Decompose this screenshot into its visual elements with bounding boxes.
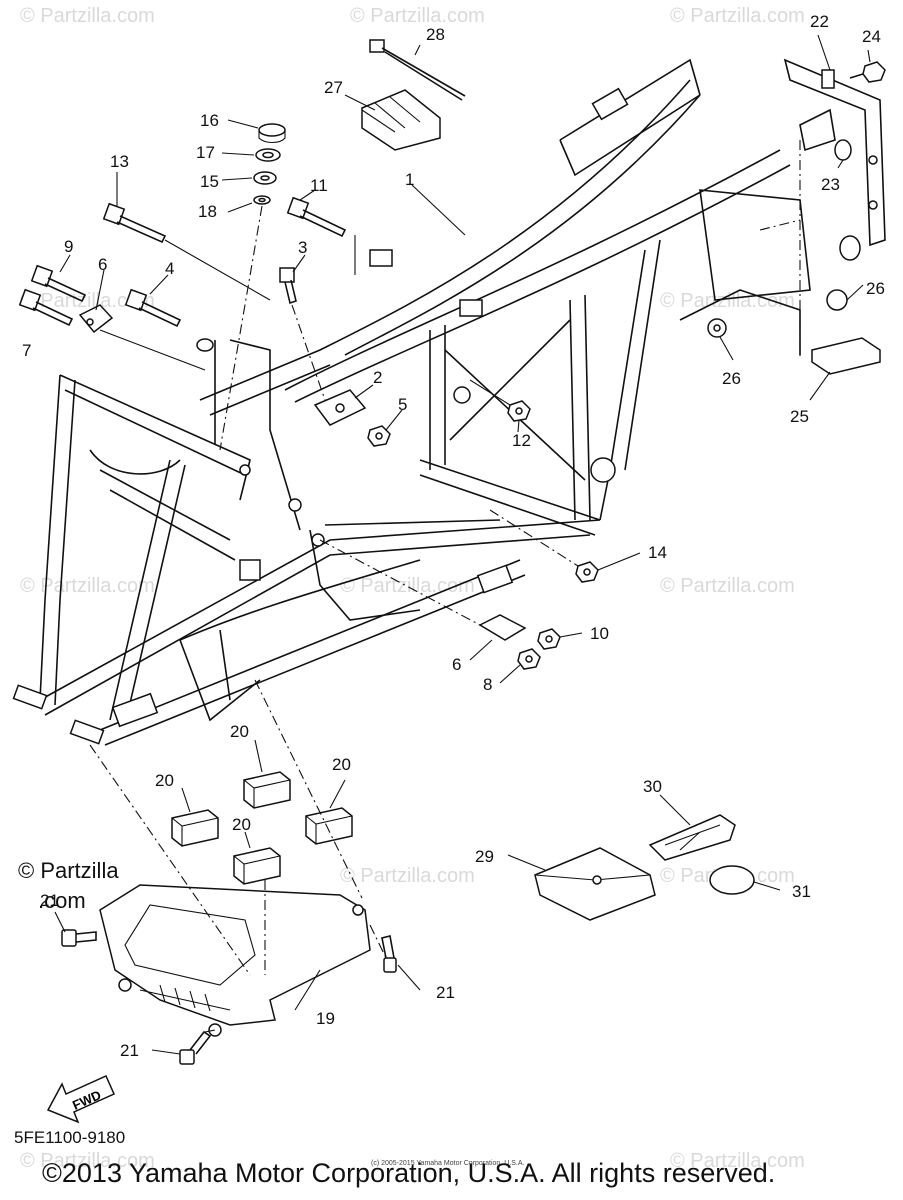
nut-12[interactable] <box>507 400 531 422</box>
partzilla-logo-line1: © Partzilla <box>18 858 119 883</box>
grommet-26-lower[interactable] <box>707 318 727 338</box>
callout-20: 20 <box>232 815 251 834</box>
callout-22: 22 <box>810 12 829 31</box>
partzilla-logo: © Partzilla .com <box>18 858 119 913</box>
callout-14: 14 <box>648 543 667 562</box>
bracket-2[interactable] <box>313 389 367 426</box>
callout-3: 3 <box>298 238 307 257</box>
rear-battery-box[interactable] <box>679 140 811 360</box>
watermark-text: © Partzilla.com <box>350 5 485 27</box>
bolt-21-right[interactable] <box>381 935 397 973</box>
diagram-code: 5FE1100-9180 <box>14 1128 126 1147</box>
washer-15[interactable] <box>253 171 277 185</box>
callout-4: 4 <box>165 259 174 278</box>
nut-14[interactable] <box>575 561 599 583</box>
callout-9: 9 <box>64 237 73 256</box>
label-31[interactable] <box>709 865 755 895</box>
callout-18: 18 <box>198 202 217 221</box>
callout-15: 15 <box>200 172 219 191</box>
watermark-text: © Partzilla.com <box>20 290 155 312</box>
damper-20-d[interactable] <box>233 847 281 885</box>
watermark-text: © Partzilla.com <box>340 865 475 887</box>
callout-20: 20 <box>230 722 249 741</box>
bolt-3[interactable] <box>279 267 297 305</box>
bolt-24[interactable] <box>849 61 886 83</box>
callout-31: 31 <box>792 882 811 901</box>
rear-bracket-plate[interactable] <box>783 58 886 247</box>
watermark-text: © Partzilla.com <box>20 575 155 597</box>
callout-25: 25 <box>790 407 809 426</box>
callout-26: 26 <box>866 279 885 298</box>
bolt-13[interactable] <box>102 202 167 244</box>
callout-16: 16 <box>200 111 219 130</box>
grommet-26-upper[interactable] <box>826 235 861 311</box>
watermark-text: © Partzilla.com <box>660 575 795 597</box>
pad-25[interactable] <box>811 337 881 375</box>
callout-13: 13 <box>110 152 129 171</box>
plate-6-front[interactable] <box>78 304 114 334</box>
bolt-9[interactable] <box>30 264 87 303</box>
callout-20: 20 <box>155 771 174 790</box>
callout-7: 7 <box>22 341 31 360</box>
main-frame[interactable] <box>12 58 791 746</box>
copyright-notice: ©2013 Yamaha Motor Corporation, U.S.A. A… <box>42 1158 776 1188</box>
callout-30: 30 <box>643 777 662 796</box>
grommet-23[interactable] <box>834 139 852 161</box>
callout-19: 19 <box>316 1009 335 1028</box>
tool-30[interactable] <box>648 814 736 861</box>
callout-5: 5 <box>398 395 407 414</box>
callout-1: 1 <box>405 170 414 189</box>
watermark-text: © Partzilla.com <box>670 1150 805 1172</box>
callout-11: 11 <box>310 176 328 195</box>
callout-21: 21 <box>40 891 59 910</box>
bolt-4[interactable] <box>124 288 182 328</box>
plate-6-lower[interactable] <box>478 614 527 641</box>
bolt-21-left[interactable] <box>61 929 97 947</box>
washer-17[interactable] <box>253 195 271 205</box>
callout-24: 24 <box>862 27 881 46</box>
watermark-text: © Partzilla.com <box>20 5 155 27</box>
callout-6: 6 <box>452 655 461 674</box>
callout-29: 29 <box>475 847 494 866</box>
damper-20-a[interactable] <box>243 771 291 809</box>
callout-20: 20 <box>332 755 351 774</box>
nut-10[interactable] <box>537 628 561 650</box>
damper-20-b[interactable] <box>171 809 219 847</box>
callout-26: 26 <box>722 369 741 388</box>
washer-16[interactable] <box>258 123 286 144</box>
nut-5[interactable] <box>367 425 391 447</box>
callout-28: 28 <box>426 25 445 44</box>
bolt-7[interactable] <box>18 288 74 327</box>
callout-23: 23 <box>821 175 840 194</box>
callout-2: 2 <box>373 368 382 387</box>
callout-12: 12 <box>512 431 531 450</box>
forward-arrow-icon: FWD <box>46 1075 115 1124</box>
callout-21: 21 <box>436 983 455 1002</box>
bolt-21-bottom[interactable] <box>179 1030 212 1065</box>
watermark-text: © Partzilla.com <box>20 1150 155 1172</box>
skid-plate[interactable] <box>99 884 371 1037</box>
partzilla-logo-line2: .com <box>38 888 86 913</box>
watermark-text: © Partzilla.com <box>670 5 805 27</box>
callout-21: 21 <box>120 1041 139 1060</box>
callout-numbers: 1234566789101112131415161718192020202021… <box>22 12 885 1060</box>
callout-10: 10 <box>590 624 609 643</box>
cable-tie[interactable] <box>369 39 466 101</box>
damper-block[interactable] <box>361 89 441 151</box>
callout-6: 6 <box>98 255 107 274</box>
callout-27: 27 <box>324 78 343 97</box>
tool-bag[interactable] <box>534 847 656 921</box>
callout-17: 17 <box>196 143 215 162</box>
bolt-11[interactable] <box>286 196 347 238</box>
callout-8: 8 <box>483 675 492 694</box>
nut-8[interactable] <box>517 648 541 670</box>
copyright-small-print: (c) 2005-2015 Yamaha Motor Corporation, … <box>371 1160 525 1167</box>
damper-20-c[interactable] <box>305 807 353 845</box>
washer-18[interactable] <box>255 148 281 162</box>
